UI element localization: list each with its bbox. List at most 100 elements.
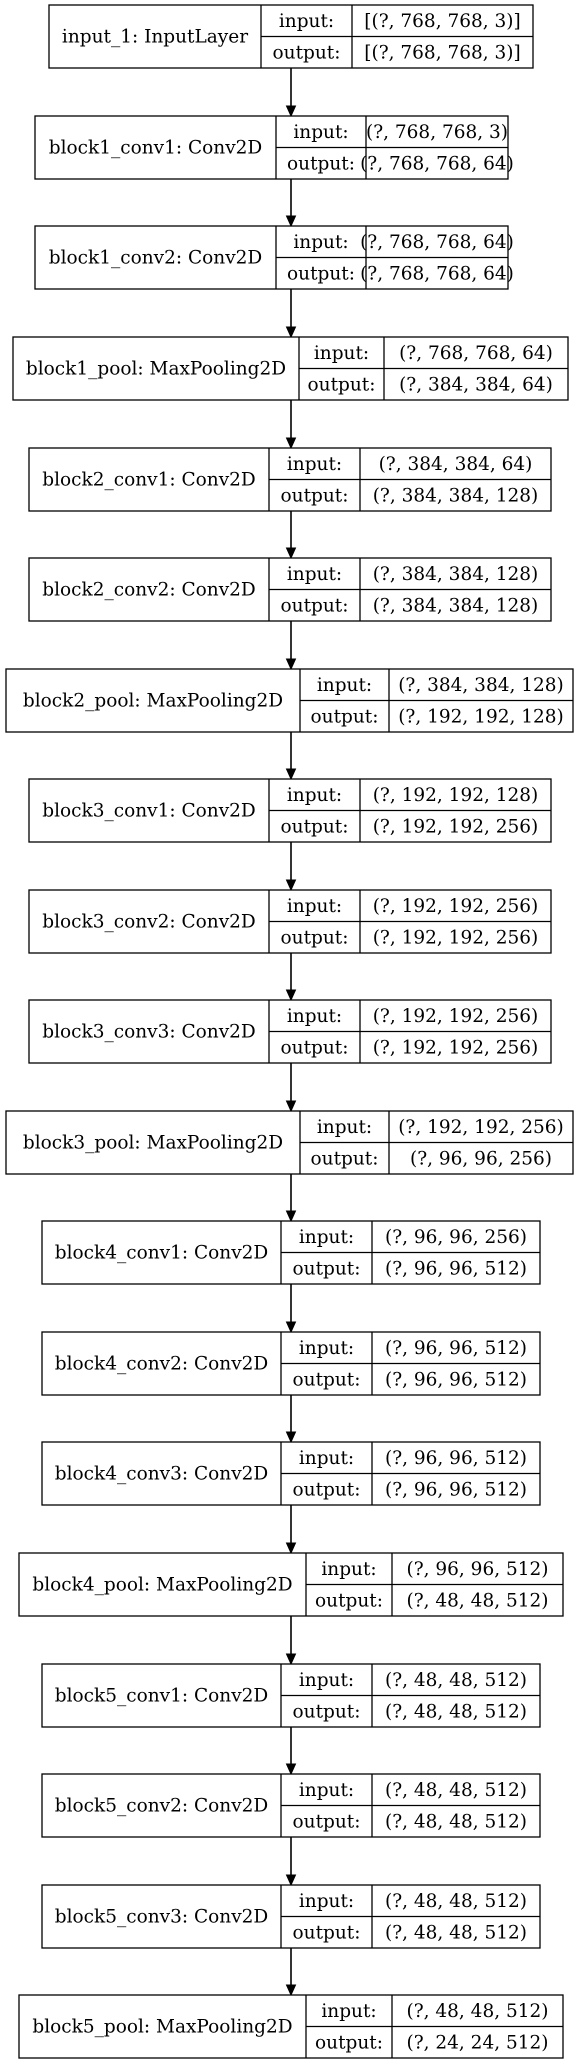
input-shape: (?, 768, 768, 64) [399,343,553,364]
input-shape: (?, 192, 192, 256) [373,896,539,917]
arrowhead-icon [285,768,297,781]
arrowhead-icon [285,1874,297,1887]
output-label: output: [308,374,376,395]
input-label: input: [287,564,342,585]
input-label: input: [314,343,369,364]
layer-node: block3_conv2: Conv2D input: output: (?, 192… [28,889,552,954]
arrowhead-icon [285,879,297,892]
input-label: input: [321,2001,376,2022]
layer-node: block4_pool: MaxPooling2Dinput:output:(?… [18,1552,564,1617]
output-label: output: [293,1258,361,1279]
output-label: output: [311,1148,379,1169]
input-label: input: [293,232,348,253]
output-label: output: [315,2032,383,2053]
layer-name: block3_pool: MaxPooling2D [23,1133,283,1154]
output-shape: [(?, 768, 768, 3)] [364,42,520,63]
input-label: input: [279,11,334,32]
arrowhead-icon [285,1431,297,1444]
layer-name: block4_conv3: Conv2D [55,1464,269,1485]
layer-name: block5_conv3: Conv2D [55,1907,269,1928]
output-label: output: [281,485,349,506]
arrowhead-icon [285,437,297,450]
arrowhead-icon [285,215,297,228]
layer-name: block3_conv2: Conv2D [42,912,256,933]
output-shape: (?, 48, 48, 512) [385,1811,527,1832]
input-label: input: [299,1891,354,1912]
output-label: output: [293,1369,361,1390]
layer-node: block2_pool: MaxPooling2Dinput:output:(?… [5,668,574,733]
input-label: input: [287,454,342,475]
input-shape: (?, 48, 48, 512) [385,1780,527,1801]
output-shape: (?, 96, 96, 512) [385,1369,527,1390]
input-shape: (?, 384, 384, 128) [398,675,564,696]
output-shape: (?, 768, 768, 64) [360,263,514,284]
input-shape: (?, 96, 96, 256) [385,1227,527,1248]
output-label: output: [287,153,355,174]
output-shape: (?, 384, 384, 128) [373,595,539,616]
layer-node: block5_pool: MaxPooling2Dinput:output:(?… [18,1994,564,2059]
output-shape: (?, 96, 96, 512) [385,1479,527,1500]
output-label: output: [281,595,349,616]
output-shape: (?, 768, 768, 64) [360,153,514,174]
layer-node: block3_pool: MaxPooling2D input: output: (?… [5,1110,574,1175]
output-label: output: [281,927,349,948]
output-shape: (?, 384, 384, 64) [399,374,553,395]
layer-node: block2_conv1: Conv2D input: output: (?, 384… [28,447,552,512]
input-shape: (?, 96, 96, 512) [385,1448,527,1469]
input-shape: (?, 96, 96, 512) [385,1338,527,1359]
layer-node: block1_pool: MaxPooling2Dinput:output:(?… [12,336,569,401]
layer-name: block4_pool: MaxPooling2D [32,1575,292,1596]
output-shape: (?, 192, 192, 256) [373,927,539,948]
input-label: input: [299,1670,354,1691]
input-shape: (?, 384, 384, 128) [373,564,539,585]
input-label: input: [317,675,372,696]
arrowhead-icon [285,1653,297,1666]
layer-name: block3_conv3: Conv2D [42,1022,256,1043]
layer-name: block1_conv2: Conv2D [49,248,263,269]
input-label: input: [317,1117,372,1138]
output-shape: (?, 192, 192, 128) [398,706,564,727]
arrowhead-icon [285,989,297,1002]
layer-name: block2_pool: MaxPooling2D [23,691,283,712]
output-shape: (?, 48, 48, 512) [385,1701,527,1722]
input-label: input: [299,1338,354,1359]
input-shape: (?, 768, 768, 64) [360,232,514,253]
output-label: output: [287,263,355,284]
input-shape: (?, 192, 192, 256) [373,1006,539,1027]
input-shape: (?, 48, 48, 512) [406,2001,548,2022]
input-label: input: [321,1559,376,1580]
arrowhead-icon [285,1210,297,1223]
output-shape: (?, 96, 96, 512) [385,1258,527,1279]
output-label: output: [315,1590,383,1611]
output-label: output: [281,1037,349,1058]
layer-name: block5_conv2: Conv2D [55,1796,269,1817]
output-label: output: [293,1479,361,1500]
output-shape: (?, 192, 192, 256) [373,816,539,837]
arrowhead-icon [285,658,297,671]
arrowhead-icon [285,547,297,560]
input-shape: (?, 384, 384, 64) [379,454,533,475]
layer-node: block1_conv2: Conv2D input: output:(?, 768… [34,225,514,290]
input-shape: (?, 768, 768, 3) [366,122,508,143]
input-label: input: [287,1006,342,1027]
layer-name: block4_conv1: Conv2D [55,1243,269,1264]
layer-name: block1_conv1: Conv2D [49,138,263,159]
layer-name: block2_conv1: Conv2D [42,470,256,491]
arrowhead-icon [285,105,297,118]
input-shape: (?, 192, 192, 128) [373,785,539,806]
output-shape: (?, 96, 96, 256) [410,1148,552,1169]
layer-name: block3_conv1: Conv2D [42,801,256,822]
input-label: input: [287,785,342,806]
input-shape: (?, 48, 48, 512) [385,1891,527,1912]
input-label: input: [299,1227,354,1248]
arrowhead-icon [285,1100,297,1113]
input-label: input: [287,896,342,917]
arrowhead-icon [285,1984,297,1997]
